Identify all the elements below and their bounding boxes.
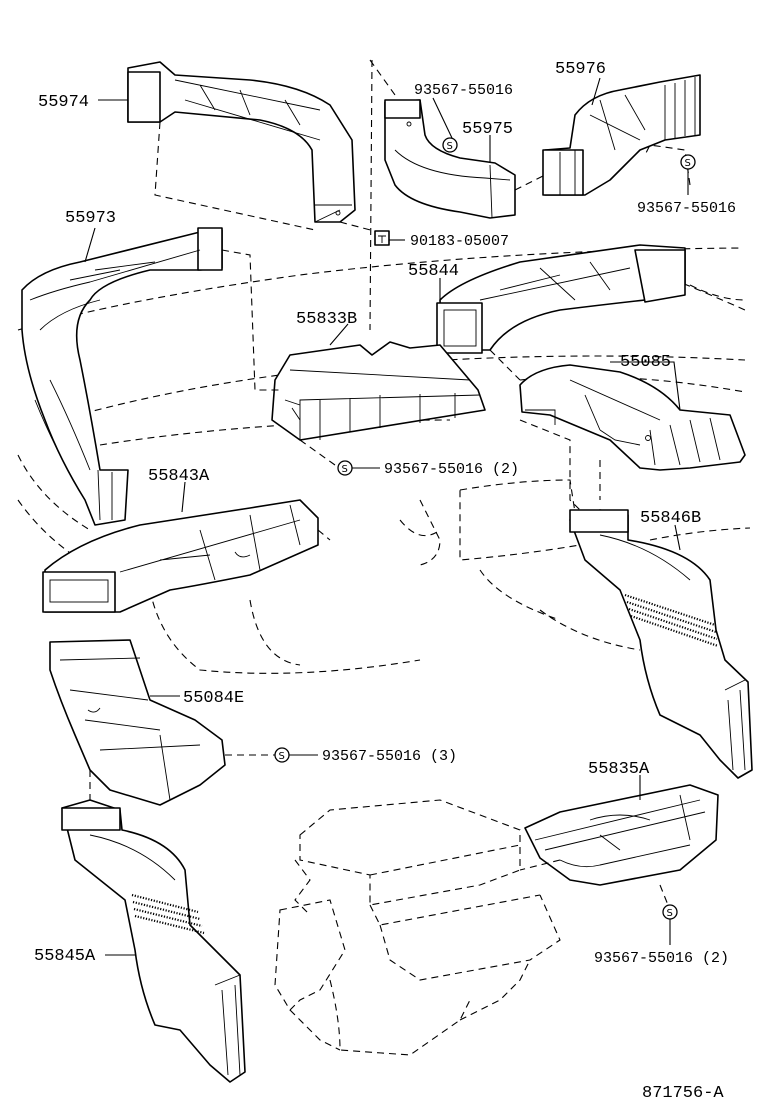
vent-55833b (271, 341, 486, 441)
label-55973: 55973 (65, 209, 116, 228)
svg-text:S: S (279, 751, 285, 762)
label-55835a: 55835A (588, 760, 650, 779)
label-55975: 55975 (462, 120, 513, 139)
screw-symbol-2: S (680, 154, 696, 170)
label-55974: 55974 (38, 93, 89, 112)
label-55976: 55976 (555, 60, 606, 79)
duct-55975 (384, 99, 516, 219)
duct-55973 (21, 227, 223, 526)
label-93567-55016-e: 93567-55016 (2) (594, 950, 729, 967)
leader-lines (84, 77, 689, 956)
screw-symbol-1: S (442, 137, 458, 153)
clip-90183 (374, 230, 390, 246)
svg-text:S: S (447, 141, 453, 152)
nozzle-55835a (524, 784, 719, 886)
screw-symbol-5: S (662, 904, 678, 920)
screw-symbol-3: S (337, 460, 353, 476)
label-55843a: 55843A (148, 467, 210, 486)
duct-55846b (569, 509, 753, 779)
duct-55976 (542, 74, 701, 196)
duct-55843a (42, 499, 319, 613)
label-55846b: 55846B (640, 509, 701, 528)
label-93567-55016-c: 93567-55016 (2) (384, 461, 519, 478)
screw-symbol-4: S (274, 747, 290, 763)
label-55084e: 55084E (183, 689, 244, 708)
screw-symbols: S S S S S (274, 137, 696, 920)
label-55844: 55844 (408, 262, 459, 281)
svg-text:S: S (685, 158, 691, 169)
label-93567-55016-a: 93567-55016 (414, 82, 513, 99)
label-55845a: 55845A (34, 947, 96, 966)
duct-55845a (61, 799, 246, 1083)
label-90183-05007: 90183-05007 (410, 233, 509, 250)
callout-labels: 55974 93567-55016 55976 55975 93567-5501… (34, 60, 736, 1103)
svg-text:S: S (667, 908, 673, 919)
duct-55974 (127, 61, 356, 223)
duct-55844 (436, 244, 686, 354)
svg-text:S: S (342, 464, 348, 475)
label-93567-55016-d: 93567-55016 (3) (322, 748, 457, 765)
label-55085: 55085 (620, 353, 671, 372)
label-55833b: 55833B (296, 310, 357, 329)
drawing-number: 871756-A (642, 1084, 724, 1103)
label-93567-55016-b: 93567-55016 (637, 200, 736, 217)
connection-lines (89, 59, 691, 906)
duct-55085 (519, 364, 746, 471)
duct-55084e (49, 639, 226, 806)
heater-unit (274, 799, 561, 1056)
